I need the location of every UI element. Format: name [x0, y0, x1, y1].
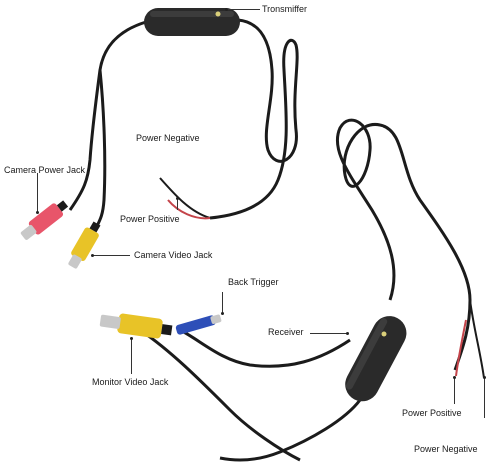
receiver-bottom-cable: [219, 399, 362, 462]
camera-video-cable: [94, 69, 107, 229]
leader-dot-camera-power: [36, 211, 39, 214]
leader-camera-power: [37, 173, 38, 213]
leader-dot-back-trigger: [221, 312, 224, 315]
power-negative-wire-bottom: [469, 299, 485, 379]
label-monitor-video-jack: Monitor Video Jack: [92, 377, 169, 387]
leader-dot-receiver: [346, 332, 349, 335]
leader-dot-camera-video: [91, 254, 94, 257]
leader-dot-transmitter: [225, 8, 228, 11]
leader-camera-video: [92, 255, 130, 256]
monitor-video-cable: [139, 328, 301, 462]
leader-back-trigger: [222, 292, 223, 314]
leader-receiver: [310, 333, 348, 334]
transmitter-right-cable: [209, 18, 299, 220]
label-receiver: Receiver: [268, 327, 304, 337]
label-camera-power-jack: Camera Power Jack: [4, 165, 86, 175]
label-power-negative-bottom: Power Negative: [414, 444, 478, 454]
receiver-led: [381, 331, 387, 337]
label-power-positive-top: Power Positive: [120, 214, 180, 224]
leader-dot-monitor-video: [130, 337, 133, 340]
label-power-negative-top: Power Negative: [136, 133, 200, 143]
label-back-trigger: Back Trigger: [228, 277, 279, 287]
power-negative-wire-top: [159, 177, 211, 219]
leader-dot-power-positive-bottom: [453, 376, 456, 379]
monitor-video-jack: [99, 313, 173, 339]
leader-power-negative-bottom: [484, 378, 485, 418]
power-positive-wire-bottom: [455, 319, 467, 377]
receiver-module: [345, 316, 407, 402]
label-transmitter: Tronsmiffer: [262, 4, 308, 14]
leader-monitor-video: [131, 338, 132, 374]
back-trigger-wire: [175, 314, 222, 335]
leader-power-positive-top: [177, 198, 178, 210]
receiver-right-cable-loops: [335, 118, 472, 371]
label-camera-video-jack: Camera Video Jack: [134, 250, 213, 260]
leader-transmitter: [226, 9, 260, 10]
transmitter-left-cable: [68, 20, 147, 211]
power-positive-wire-top: [167, 199, 211, 220]
leader-dot-power-positive-top: [176, 197, 179, 200]
leader-power-positive-bottom: [454, 378, 455, 404]
camera-video-jack: [68, 221, 101, 269]
receiver-left-cable: [179, 328, 351, 368]
transmitter-led: [215, 11, 221, 17]
label-power-positive-bottom: Power Positive: [402, 408, 462, 418]
camera-power-jack: [20, 200, 69, 240]
leader-dot-power-negative-bottom: [483, 376, 486, 379]
